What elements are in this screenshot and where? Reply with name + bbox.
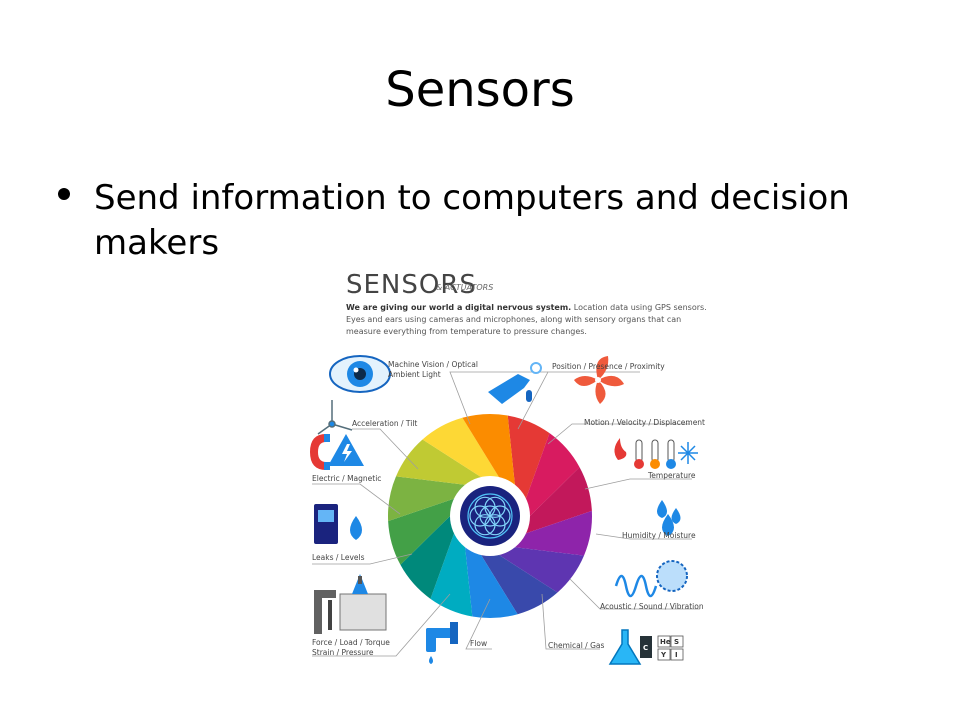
wheel-segment	[396, 439, 484, 486]
sound-wave-icon	[614, 560, 688, 598]
bullet-item: Send information to computers and decisi…	[94, 178, 850, 263]
axes-icon	[317, 400, 353, 435]
wheel-segment	[430, 530, 473, 617]
label-flow: Flow	[470, 639, 488, 648]
label-leaks: Leaks / Levels	[312, 553, 365, 562]
clamp-icon	[314, 574, 387, 634]
infographic-title: SENSORS	[346, 270, 477, 300]
wheel-segment	[388, 476, 468, 522]
wheel-segment	[525, 433, 580, 518]
wheel-segment	[422, 417, 501, 480]
wheel-segment	[388, 497, 457, 565]
label-motion: Motion / Velocity / Displacement	[584, 418, 705, 427]
wheel-segment	[512, 510, 592, 556]
description-lead: We are giving our world a digital nervou…	[346, 303, 572, 312]
flower-of-life-icon	[460, 486, 520, 546]
wheel-segment	[479, 552, 558, 615]
label-chemical: Chemical / Gas	[548, 641, 605, 650]
wheel-segment	[523, 467, 592, 535]
bullet-dot	[58, 188, 70, 200]
label-acoustic: Acoustic / Sound / Vibration	[600, 602, 704, 611]
color-wheel	[388, 414, 592, 618]
flask-icon	[608, 629, 652, 665]
slide-title: Sensors	[385, 62, 575, 118]
label-strain: Strain / Pressure	[312, 648, 374, 657]
label-humidity: Humidity / Moisture	[622, 531, 696, 540]
sensors-infographic: He S C Y I	[300, 264, 720, 674]
wheel-segment	[507, 415, 550, 502]
color-wheel-graphic: He S C Y I	[310, 355, 700, 665]
leader-lines	[312, 371, 700, 657]
infographic-subtitle: & ACTUATORS	[436, 283, 494, 292]
infographic-description: We are giving our world a digital nervou…	[346, 302, 716, 338]
label-force: Force / Load / Torque	[312, 638, 390, 647]
description-body: Location data using GPS sensors. Eyes an…	[346, 303, 707, 336]
eye-icon	[329, 355, 391, 393]
wheel-segment	[400, 514, 455, 599]
wheel-segment	[496, 546, 584, 593]
label-position: Position / Presence / Proximity	[552, 362, 665, 371]
label-acceleration: Acceleration / Tilt	[352, 419, 418, 428]
periodic-symbol: He	[660, 638, 671, 646]
label-machine-vision: Machine Vision / Optical	[388, 360, 478, 369]
wheel-segment	[462, 414, 516, 488]
periodic-symbol: Y	[660, 651, 667, 659]
thermometer-icon	[614, 438, 698, 469]
periodic-symbol: C	[643, 644, 648, 652]
label-ambient-light: Ambient Light	[388, 370, 441, 379]
periodic-symbol: S	[674, 638, 679, 646]
fan-icon	[574, 356, 624, 404]
fuel-pump-icon	[314, 504, 362, 544]
periodic-symbol: I	[675, 651, 678, 659]
high-voltage-icon	[328, 434, 364, 466]
label-electric: Electric / Magnetic	[312, 474, 382, 483]
hand-pointer-icon	[488, 362, 542, 404]
label-temperature: Temperature	[648, 471, 696, 480]
water-drops-icon	[657, 500, 681, 536]
faucet-icon	[426, 622, 458, 664]
magnet-icon	[310, 434, 330, 470]
wheel-segment	[464, 544, 518, 618]
periodic-table-icon: He S C Y I	[643, 635, 684, 661]
